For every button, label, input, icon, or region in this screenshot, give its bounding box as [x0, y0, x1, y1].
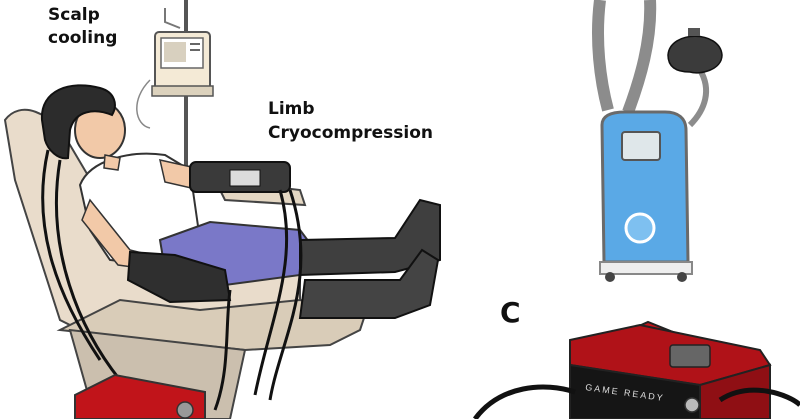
- limb-label-line1: Limb: [268, 99, 315, 119]
- iv-pump-icon: [136, 31, 214, 129]
- arm-cryocompression-sleeve: [126, 161, 291, 304]
- panel-c-label: C: [500, 296, 521, 329]
- limb-label-line2: Cryocompression: [268, 123, 434, 143]
- scalp-cooling-machine: [591, 0, 723, 282]
- scalp-cooling-label-line1: Scalp: [48, 5, 100, 25]
- cooling-cap-icon: [40, 84, 116, 160]
- scalp-cooling-label-line2: cooling: [48, 28, 118, 48]
- scalp-cooling-control-unit: [74, 373, 206, 419]
- game-ready-unit: [472, 320, 800, 419]
- scalp-cooling-label: Scalp cooling: [48, 4, 138, 50]
- leg-cryocompression-boots: [298, 198, 441, 319]
- limb-cryocompression-label: Limb Cryocompression: [268, 97, 468, 145]
- cooling-tubes: [41, 149, 303, 411]
